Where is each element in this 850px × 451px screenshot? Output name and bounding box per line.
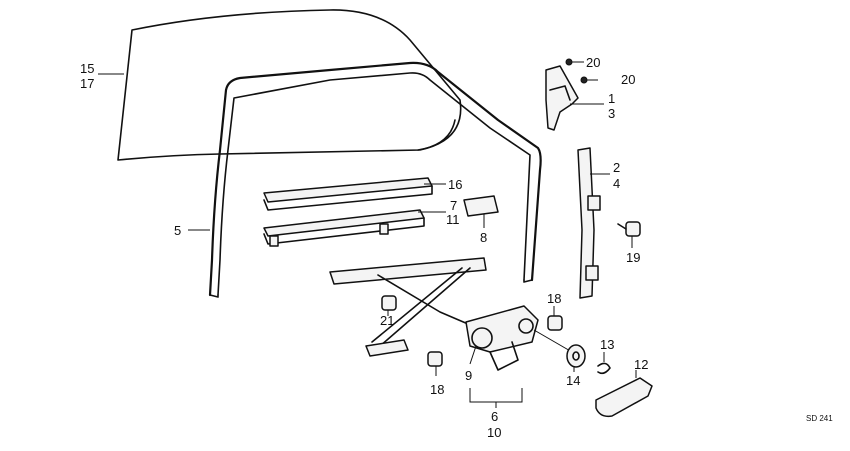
bolt-18-lower [427,351,443,367]
front-sash-detail [549,85,571,101]
callout-1: 1 [608,91,615,106]
callout-12: 12 [634,357,648,372]
regulator-rail [329,257,487,285]
screw-lower [580,76,598,84]
callout-20-upper: 20 [586,55,600,70]
bolt-19 [617,221,641,237]
glass-run-end-left [209,294,219,298]
callout-8: 8 [480,230,487,245]
glass-run-channel-inner [217,72,531,296]
door-glass [117,9,462,161]
callout-3: 3 [608,106,615,121]
callout-13: 13 [600,337,614,352]
washer [566,344,586,368]
callout-7: 7 [450,198,457,213]
door-glass-inner-edge [417,119,456,151]
regulator-gear-plate [465,305,539,353]
callout-2: 2 [613,160,620,175]
callout-10: 10 [487,425,501,440]
bolt-21 [381,295,397,311]
rear-sash-bracket-top [587,195,601,211]
callout-5: 5 [174,223,181,238]
glass-channel-upper-lip [263,185,433,211]
callout-9: 9 [465,368,472,383]
callout-16: 16 [448,177,462,192]
callout-20-lower: 20 [621,72,635,87]
callout-19: 19 [626,250,640,265]
callout-6: 6 [491,409,498,424]
callout-14: 14 [566,373,580,388]
callout-17: 17 [80,76,94,91]
window-regulator-handle [595,377,653,418]
regulator-arm-b [379,267,471,347]
callout-18-upper: 18 [547,291,561,306]
glass-run-end-right [523,279,533,283]
leader-6-bracket [469,388,523,403]
regulator-arm-c [371,267,463,343]
handle-clip [597,362,611,375]
callout-4: 4 [613,176,620,191]
glass-channel-lower-lip [263,217,425,245]
glass-stopper [463,195,499,217]
leader-9 [469,345,477,365]
diagram-code: SD 241 [806,414,833,423]
regulator-spindle [533,329,573,353]
regulator-pinion [518,318,534,334]
bolt-18-upper [547,315,563,331]
glass-channel-lower [263,209,425,237]
glass-channel-upper [263,177,433,203]
rear-sash-channel [577,147,595,299]
glass-run-channel [208,61,542,297]
callout-21: 21 [380,313,394,328]
screw-upper [565,58,584,66]
callout-11: 11 [446,212,460,227]
glass-channel-bracket-b [379,223,389,235]
callout-15: 15 [80,61,94,76]
regulator-roller [365,339,409,357]
regulator-gear [471,327,493,349]
glass-channel-bracket-a [269,235,279,247]
regulator-sector [489,341,519,371]
front-sash-bracket [545,65,579,131]
callout-18-lower: 18 [430,382,444,397]
rear-sash-bracket-bottom [585,265,599,281]
